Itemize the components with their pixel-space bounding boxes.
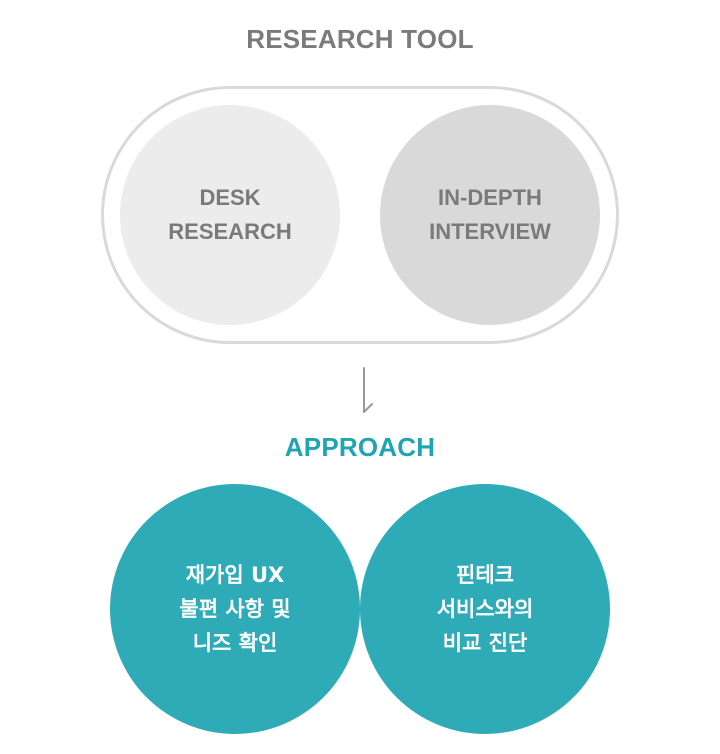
desk-research-circle: DESK RESEARCH [120,105,340,325]
fintech-comparison-circle: 핀테크 서비스와의 비교 진단 [360,484,610,734]
in-depth-interview-label-line-1: IN-DEPTH [438,185,542,210]
in-depth-interview-circle: IN-DEPTH INTERVIEW [380,105,600,325]
rejoin-ux-label-line-3: 니즈 확인 [192,631,278,655]
desk-research-label-line-1: DESK [199,185,261,210]
rejoin-ux-circle: 재가입 UX 불편 사항 및 니즈 확인 [110,484,360,734]
rejoin-ux-label-line-2: 불편 사항 및 [179,597,291,621]
research-tool-title: RESEARCH TOOL [246,24,474,54]
desk-research-label-line-2: RESEARCH [168,219,292,244]
fintech-comparison-label-line-3: 비교 진단 [442,631,528,655]
rejoin-ux-label-line-1: 재가입 UX [185,563,285,587]
fintech-comparison-label-line-1: 핀테크 [456,563,514,587]
fintech-comparison-label-line-2: 서비스와의 [436,597,534,621]
in-depth-interview-label-line-2: INTERVIEW [429,219,551,244]
down-arrow-icon [363,367,373,413]
approach-title: APPROACH [284,432,436,462]
